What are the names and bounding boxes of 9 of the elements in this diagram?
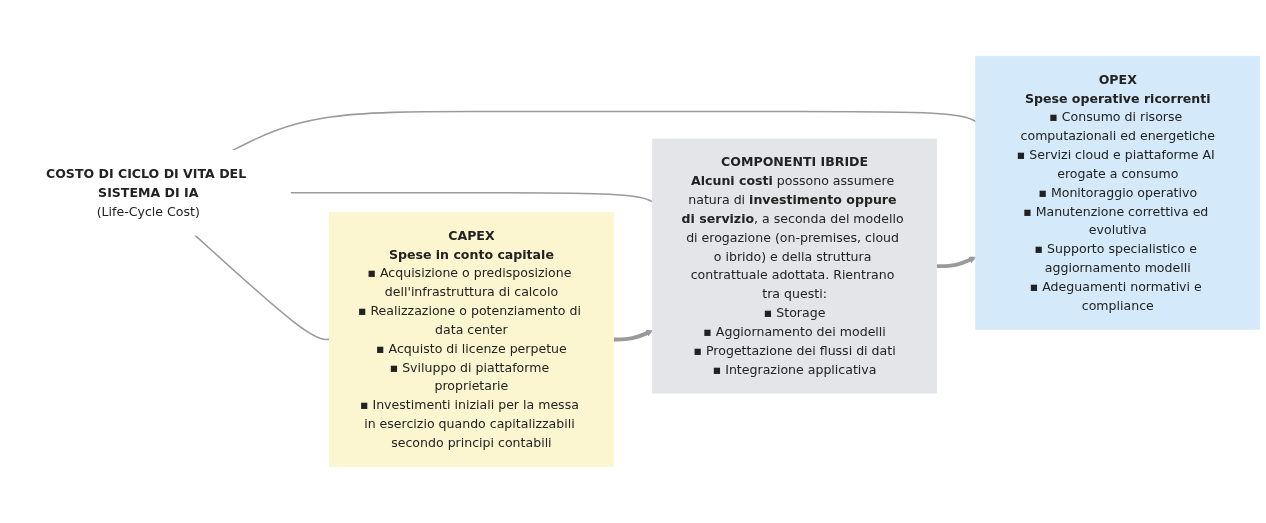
connector [194, 234, 331, 341]
connector [289, 192, 654, 203]
node-box: CAPEX Spese in conto capitale ▪ Acquisizione o predisposizione dell'infrastruttura di calcolo ▪ Realizzazione o potenziamento di data center ▪ Acquisto di licenze perpetue ▪ Sviluppo di piattaforme proprietarie ▪ Investimenti iniziali per la messa in esercizio quando capitalizzabili secondo principi contabili [329, 212, 614, 467]
node-text: COSTO DI CICLO DI VITA DEL SISTEMA DI IA (Life-Cycle Cost) [45, 166, 247, 219]
node-box: OPEX Spese operative ricorrenti ▪ Consumo di risorse computazionali ed energetiche ▪ Servizi cloud e piattaforme AI erogate a consumo ▪ Monitoraggio operativo ▪ Manutenzione correttiva ed evolutiva ▪ Supporto specialistico e aggiornamento modelli ▪ Adeguamenti normativi e compliance [975, 56, 1261, 330]
arrow [936, 256, 977, 269]
connector [231, 110, 977, 152]
node-box: COMPONENTI IBRIDE Alcuni costi possono assumere natura di investimento oppure di servizio, a seconda del modello di erogazione (on-premises, cloud o ibrido) e della struttura contrattuale adottata. Rientrano tra questi: ▪ Storage ▪ Aggiornamento dei modelli ▪ Progettazione dei flussi di dati ▪ Integrazione applicativa [652, 138, 937, 394]
arrow [613, 330, 653, 342]
